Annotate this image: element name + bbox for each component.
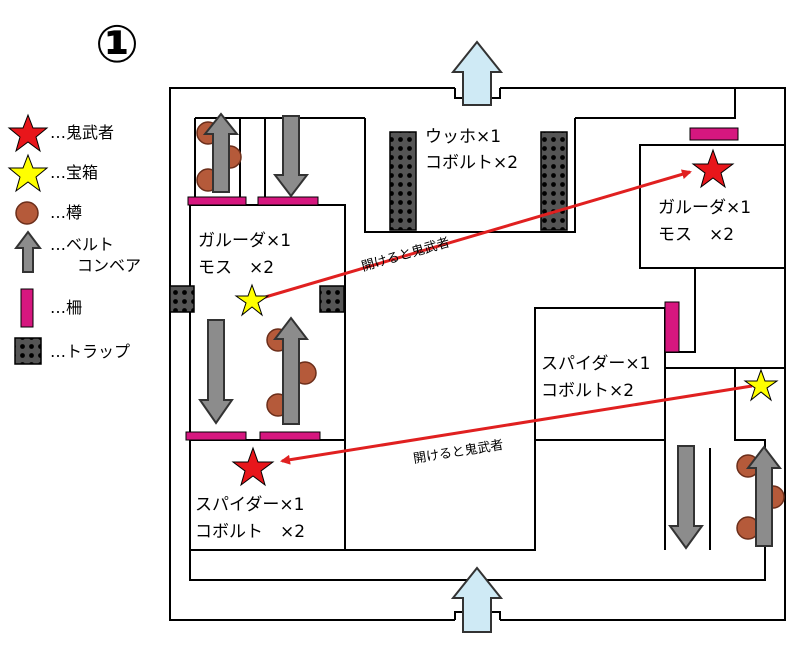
yellow-star-icon bbox=[743, 368, 779, 402]
legend-label: …鬼武者 bbox=[50, 123, 114, 142]
yellow-star-icon bbox=[234, 283, 270, 317]
room-left-mid-line2: モス ×2 bbox=[198, 258, 274, 278]
legend-label: …宝箱 bbox=[50, 163, 98, 182]
conveyor-arrow-down bbox=[198, 319, 234, 425]
conveyor-arrow-down bbox=[272, 115, 310, 198]
gate bbox=[259, 431, 321, 441]
right-mid-room bbox=[535, 307, 666, 441]
bottom-right-walls bbox=[664, 367, 785, 550]
legend-label: …トラップ bbox=[50, 342, 130, 361]
room-bottom-left-line2: コボルト ×2 bbox=[195, 522, 305, 542]
outer-wall-right bbox=[500, 87, 786, 621]
gate-icon bbox=[20, 288, 34, 328]
gate bbox=[187, 196, 247, 206]
entrance-arrow-top bbox=[450, 40, 504, 106]
conveyor-arrow-up bbox=[745, 445, 783, 547]
gate bbox=[185, 431, 247, 441]
link-arrow bbox=[261, 169, 692, 300]
trap bbox=[319, 285, 345, 313]
barrel-icon bbox=[15, 201, 39, 225]
yellow-star-icon bbox=[7, 153, 49, 193]
conveyor-arrow-up bbox=[202, 112, 240, 193]
legend-label: …ベルト bbox=[50, 235, 114, 254]
arrow-note: 開けると鬼武者 bbox=[412, 437, 504, 467]
legend-label: コンベア bbox=[77, 256, 141, 275]
room-top-center-line1: ウッホ×1 bbox=[425, 127, 501, 147]
left-top-corridors bbox=[239, 118, 266, 205]
conveyor-arrow-icon bbox=[14, 230, 42, 273]
room-top-right-line1: ガルーダ×1 bbox=[658, 198, 751, 218]
room-right-mid-line2: コボルト×2 bbox=[541, 381, 634, 401]
entrance-arrows bbox=[450, 40, 504, 633]
room-right-mid-line1: スパイダー×1 bbox=[541, 354, 650, 374]
outer-wall bbox=[169, 87, 455, 621]
top-center-room bbox=[364, 118, 576, 233]
room-top-right-line2: モス ×2 bbox=[658, 225, 734, 245]
link-arrows bbox=[261, 169, 753, 465]
gate bbox=[689, 127, 739, 141]
gate bbox=[664, 301, 680, 353]
trap bbox=[169, 285, 195, 313]
room-left-mid-line1: ガルーダ×1 bbox=[198, 231, 291, 251]
top-right-room bbox=[639, 144, 786, 269]
legend: …鬼武者 …宝箱 …樽 …ベルト コンベア …柵 …トラップ bbox=[7, 113, 141, 365]
legend-label: …樽 bbox=[50, 203, 82, 222]
entrance-arrow-bottom bbox=[450, 566, 504, 633]
legend-label: …柵 bbox=[50, 298, 82, 317]
gate bbox=[257, 196, 319, 206]
red-star-icon bbox=[7, 113, 49, 153]
trap bbox=[389, 131, 417, 231]
room-top-center-line2: コボルト×2 bbox=[425, 153, 518, 173]
conveyor-arrow-down bbox=[668, 445, 704, 550]
link-arrow bbox=[280, 384, 753, 465]
trap-icon bbox=[14, 337, 42, 365]
map-number: ① bbox=[95, 15, 139, 75]
room-bottom-left-line1: スパイダー×1 bbox=[195, 495, 304, 515]
red-star-icon bbox=[231, 446, 275, 487]
arrow-note: 開けると鬼武者 bbox=[360, 234, 452, 274]
stars bbox=[231, 148, 779, 487]
conveyor-arrow-up bbox=[272, 316, 310, 425]
red-star-icon bbox=[691, 148, 735, 189]
gates bbox=[185, 127, 739, 441]
conveyors bbox=[198, 112, 783, 550]
room-labels: ウッホ×1 コボルト×2 ガルーダ×1 モス ×2 ガルーダ×1 モス ×2 ス… bbox=[195, 127, 751, 542]
